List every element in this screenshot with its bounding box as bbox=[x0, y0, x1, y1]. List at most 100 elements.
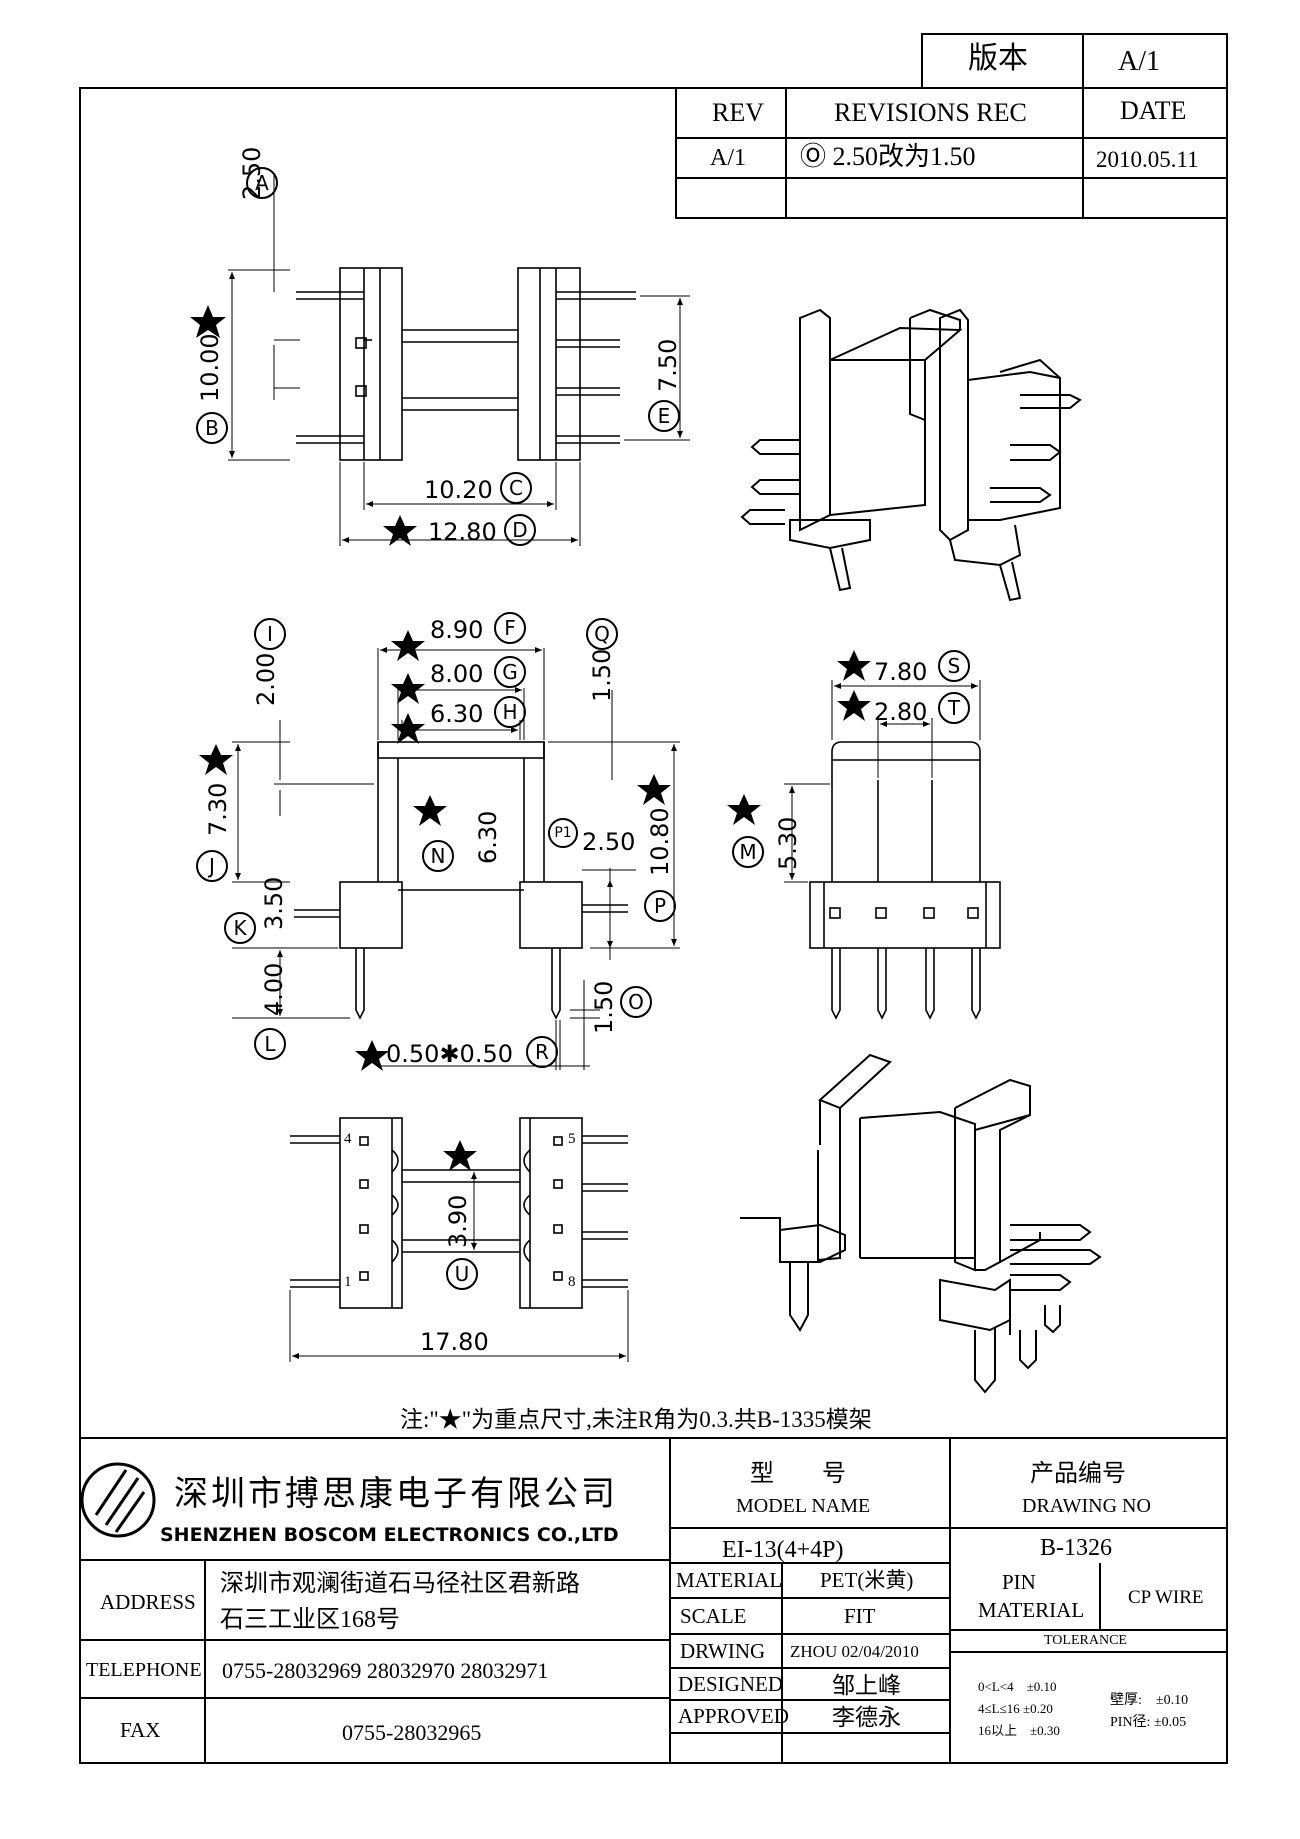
version-value: A/1 bbox=[1118, 46, 1160, 77]
dim-d-label: D bbox=[504, 514, 536, 546]
dim-p1-value: 2.50 bbox=[582, 828, 636, 856]
address-line-1: 深圳市观澜街道石马径社区君新路 bbox=[220, 1571, 580, 1597]
date-header: DATE bbox=[1120, 96, 1187, 125]
pin-number-1: 1 bbox=[344, 1274, 352, 1290]
dim-e-label: E bbox=[648, 400, 680, 432]
top-view bbox=[228, 175, 690, 546]
pin-diameter-tolerance: PIN径: ±0.05 bbox=[1110, 1715, 1187, 1730]
wall-thickness-tolerance: 壁厚: ±0.10 bbox=[1110, 1693, 1189, 1708]
bottom-view bbox=[289, 1117, 629, 1362]
dim-c-label: C bbox=[500, 472, 532, 504]
dim-m-label: M bbox=[732, 836, 764, 868]
material-label: MATERIAL bbox=[676, 1568, 783, 1592]
dim-f-value: 8.90 bbox=[430, 616, 484, 644]
pin-material-value: CP WIRE bbox=[1128, 1587, 1204, 1608]
designed-label: DESIGNED bbox=[678, 1672, 783, 1696]
dim-n-label: N bbox=[422, 840, 454, 872]
pin-label: PIN bbox=[1002, 1570, 1036, 1594]
tolerance-label: TOLERANCE bbox=[1044, 1633, 1127, 1648]
dim-d-value: 12.80 bbox=[428, 518, 497, 546]
dim-a-label: A bbox=[246, 167, 278, 199]
dim-s-value: 7.80 bbox=[874, 658, 928, 686]
drwing-value: ZHOU 02/04/2010 bbox=[790, 1642, 919, 1661]
drawing-number: B-1326 bbox=[1040, 1535, 1112, 1561]
dim-h-value: 6.30 bbox=[430, 700, 484, 728]
revision-table bbox=[675, 87, 1228, 219]
pin-number-4: 4 bbox=[344, 1131, 352, 1147]
telephone-value: 0755-28032969 28032970 28032971 bbox=[222, 1658, 549, 1683]
drawing-label-en: DRAWING NO bbox=[1022, 1495, 1151, 1517]
dim-h-label: H bbox=[494, 696, 526, 728]
iso-view-bottom bbox=[740, 1053, 1102, 1394]
company-logo bbox=[80, 1462, 156, 1538]
dim-o-value: 1.50 bbox=[590, 980, 618, 1034]
dim-l-label: L bbox=[254, 1028, 286, 1060]
material-value: PET(米黄) bbox=[820, 1568, 914, 1592]
dim-e-value: 7.50 bbox=[654, 338, 682, 392]
dim-s-label: S bbox=[938, 650, 970, 682]
model-label-cn: 型 号 bbox=[750, 1461, 846, 1487]
dim-i-value: 2.00 bbox=[252, 652, 280, 706]
dim-c-value: 10.20 bbox=[424, 476, 493, 504]
dim-b-label: B bbox=[196, 412, 228, 444]
model-label-en: MODEL NAME bbox=[736, 1495, 871, 1517]
tolerance-row-2: 4≤L≤16 ±0.20 bbox=[978, 1701, 1053, 1716]
rev-row-rec: Ⓞ 2.50改为1.50 bbox=[800, 142, 976, 171]
drawing-note: 注:"★"为重点尺寸,未注R角为0.3.共B-1335模架 bbox=[400, 1407, 872, 1432]
telephone-label: TELEPHONE bbox=[86, 1659, 202, 1681]
dim-n-value: 6.30 bbox=[474, 810, 502, 864]
drawing-frame bbox=[79, 87, 1228, 1764]
rev-row-date: 2010.05.11 bbox=[1096, 147, 1199, 172]
rev-row-rev: A/1 bbox=[710, 145, 746, 171]
dim-r-value: 0.50✱0.50 bbox=[386, 1040, 513, 1068]
rev-header: REV bbox=[712, 98, 764, 127]
dim-g-value: 8.00 bbox=[430, 660, 484, 688]
dim-f-label: F bbox=[494, 612, 526, 644]
dim-q-label: Q bbox=[586, 618, 618, 650]
dim-p-label: P bbox=[644, 890, 676, 922]
dim-o-label: O bbox=[620, 986, 652, 1018]
address-label: ADDRESS bbox=[100, 1590, 196, 1614]
dim-j-label: J bbox=[196, 850, 228, 882]
scale-value: FIT bbox=[844, 1604, 876, 1628]
dim-m-value: 5.30 bbox=[774, 816, 802, 870]
dim-total-width: 17.80 bbox=[420, 1328, 489, 1356]
tolerance-row-3: 16以上 ±0.30 bbox=[978, 1723, 1060, 1738]
approved-value: 李德永 bbox=[832, 1705, 901, 1730]
designed-value: 邹上峰 bbox=[832, 1673, 901, 1698]
tolerance-row-1: 0<L<4 ±0.10 bbox=[978, 1679, 1057, 1694]
iso-view-top bbox=[740, 308, 1082, 602]
version-label: 版本 bbox=[968, 42, 1028, 75]
drwing-label: DRWING bbox=[680, 1639, 766, 1663]
pin-number-8: 8 bbox=[568, 1274, 576, 1290]
pin-number-5: 5 bbox=[568, 1131, 576, 1147]
dim-g-label: G bbox=[494, 656, 526, 688]
revisions-rec-header: REVISIONS REC bbox=[834, 98, 1027, 127]
address-line-2: 石三工业区168号 bbox=[220, 1607, 400, 1633]
model-value: EI-13(4+4P) bbox=[722, 1537, 844, 1563]
dim-u-value: 3.90 bbox=[444, 1194, 472, 1248]
dim-u-label: U bbox=[446, 1258, 478, 1290]
dim-b-value: 10.00 bbox=[196, 333, 224, 402]
key-dimension-stars bbox=[190, 305, 871, 1171]
dim-j-value: 7.30 bbox=[204, 782, 232, 836]
company-name-cn: 深圳市搏思康电子有限公司 bbox=[174, 1476, 618, 1513]
fax-value: 0755-28032965 bbox=[342, 1720, 482, 1745]
fax-label: FAX bbox=[120, 1718, 161, 1742]
dim-t-value: 2.80 bbox=[874, 698, 928, 726]
pin-material-label: MATERIAL bbox=[978, 1598, 1085, 1622]
scale-label: SCALE bbox=[680, 1604, 747, 1628]
dim-k-value: 3.50 bbox=[260, 876, 288, 930]
dim-p1-label: P1 bbox=[548, 818, 578, 848]
dim-q-value: 1.50 bbox=[588, 648, 616, 702]
dim-i-label: I bbox=[254, 618, 286, 650]
side-view bbox=[784, 680, 1001, 1020]
company-name-en: SHENZHEN BOSCOM ELECTRONICS CO.,LTD bbox=[160, 1524, 619, 1546]
dim-l-value: 4.00 bbox=[260, 962, 288, 1016]
dim-t-label: T bbox=[938, 692, 970, 724]
dim-p-value: 10.80 bbox=[646, 807, 674, 876]
approved-label: APPROVED bbox=[678, 1704, 789, 1728]
title-block bbox=[80, 1437, 1227, 1763]
dim-r-label: R bbox=[526, 1036, 558, 1068]
